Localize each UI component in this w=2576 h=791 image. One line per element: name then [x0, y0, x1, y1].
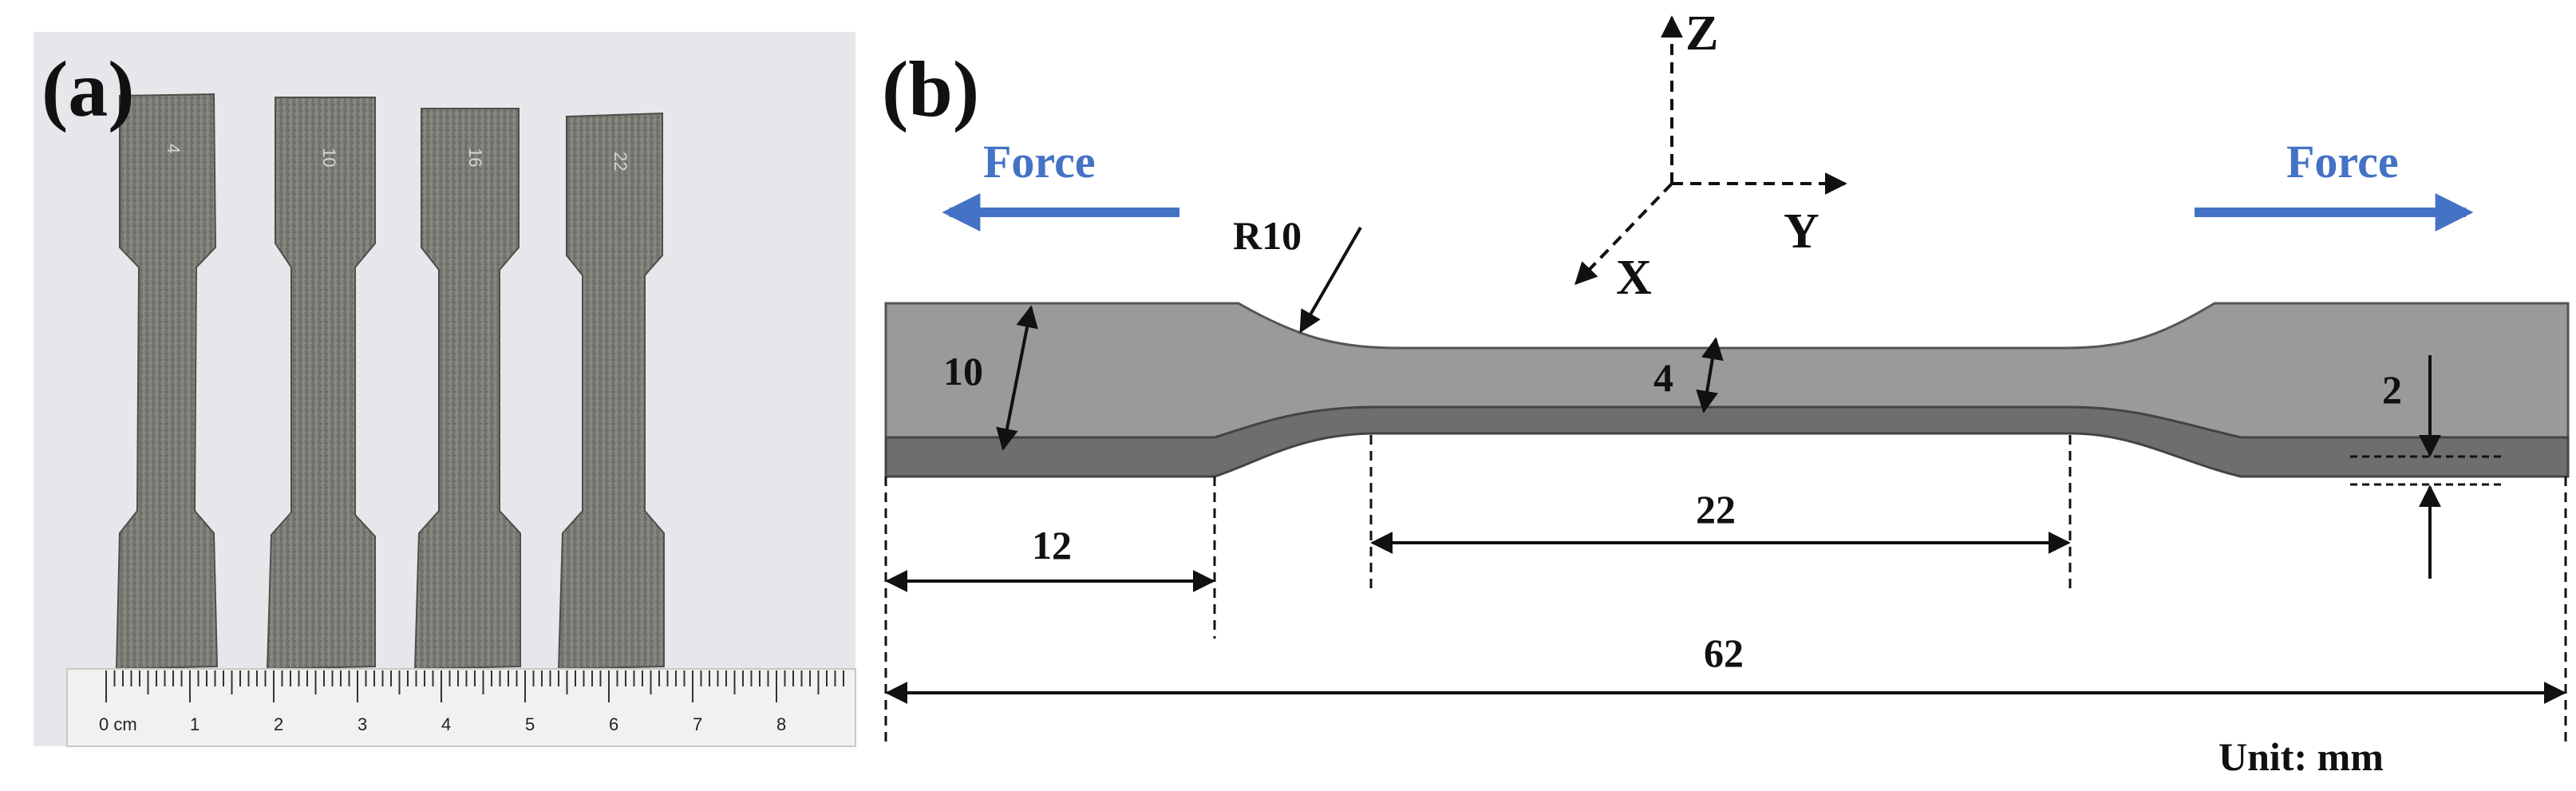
ruler-number: 4 — [441, 714, 451, 734]
ruler: 0 cm 1 2 3 4 5 6 7 8 — [66, 668, 856, 747]
x-axis — [1574, 182, 1673, 286]
panel-a: 4 10 16 22 0 cm 1 2 3 — [34, 32, 856, 747]
gauge-width-dim — [1696, 337, 1724, 413]
photo-specimen: 16 — [413, 108, 521, 670]
grip-length-label: 12 — [1032, 523, 1072, 568]
grip-width-label: 10 — [943, 349, 983, 394]
panel-a-label: (a) — [41, 45, 135, 133]
panel-b-label: (b) — [882, 45, 979, 133]
photo-specimen: 4 — [115, 93, 219, 670]
y-axis-label: Y — [1784, 204, 1819, 259]
gauge-length-label: 22 — [1696, 487, 1736, 532]
x-axis-label: X — [1616, 251, 1652, 305]
ruler-unit-label: 0 cm — [99, 714, 137, 734]
ruler-number: 3 — [358, 714, 367, 734]
specimen-label: 10 — [319, 148, 339, 167]
z-axis-label: Z — [1685, 6, 1718, 61]
total-length-label: 62 — [1704, 631, 1744, 675]
ruler-number: 8 — [776, 714, 786, 734]
ruler-number: 6 — [609, 714, 618, 734]
photo-specimen: 10 — [266, 97, 376, 670]
ruler-ticks — [105, 670, 844, 702]
ruler-number: 7 — [693, 714, 702, 734]
coordinate-axes: Z Y X — [1574, 6, 1847, 305]
thickness-label: 2 — [2382, 367, 2402, 412]
unit-label: Unit: mm — [2218, 734, 2384, 779]
specimen-label: 4 — [164, 144, 184, 153]
radius-leader — [1299, 227, 1362, 334]
photo-specimen: 22 — [557, 112, 665, 670]
specimen-group: 4 10 16 22 — [115, 93, 665, 670]
specimen-front-edge — [884, 405, 2570, 478]
grip-width-dim — [996, 305, 1038, 451]
gauge-width-label: 4 — [1653, 355, 1673, 400]
force-label-left: Force — [983, 136, 1096, 188]
ruler-number: 2 — [274, 714, 283, 734]
radius-label: R10 — [1233, 213, 1302, 258]
force-label-right: Force — [2286, 136, 2399, 188]
specimen-3d — [884, 302, 2570, 478]
ruler-number: 5 — [525, 714, 535, 734]
specimen-label: 22 — [610, 152, 630, 171]
panel-b: (b) Force Force Z Y X R10 10 4 — [882, 6, 2570, 779]
ruler-number: 1 — [190, 714, 200, 734]
specimen-label: 16 — [465, 148, 485, 167]
